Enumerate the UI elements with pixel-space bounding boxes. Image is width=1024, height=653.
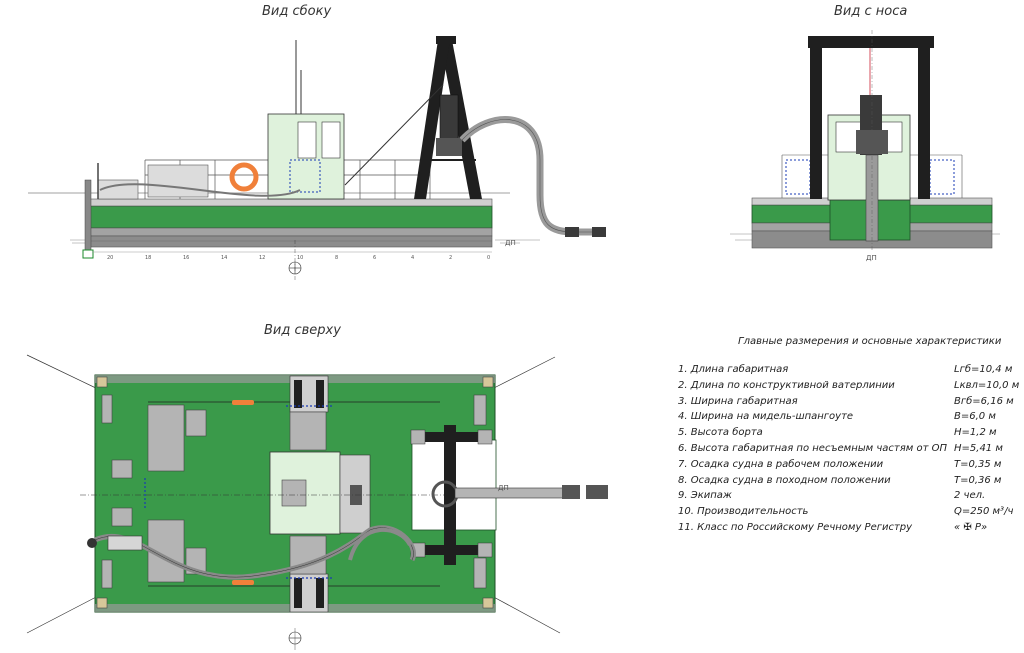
frame-tick-label: 18 <box>145 255 151 261</box>
spec-value: Bгб=6,16 м <box>954 395 1014 407</box>
bow-view-title: Вид с носа <box>834 4 908 19</box>
spec-label: 9. Экипаж <box>678 490 732 502</box>
spec-label: 7. Осадка судна в рабочем положении <box>678 458 884 470</box>
spec-value: H=5,41 м <box>954 443 1003 454</box>
spec-label: 6. Высота габаритная по несъемным частям… <box>678 443 947 454</box>
specs-title: Главные размерения и основные характерис… <box>738 336 1002 347</box>
spec-label: 8. Осадка судна в походном положении <box>678 474 891 486</box>
bow-dp-label: ДП <box>866 254 877 262</box>
frame-tick-label: 8 <box>335 255 338 261</box>
spec-value: Q=250 м³/ч <box>954 506 1014 518</box>
frame-tick-label: 6 <box>373 255 376 261</box>
top-view-title: Вид сверху <box>264 323 341 338</box>
spec-label: 11. Класс по Российскому Речному Регистр… <box>678 522 913 533</box>
spec-label: 2. Длина по конструктивной ватерлинии <box>678 379 895 391</box>
frame-tick-label: 16 <box>183 255 189 261</box>
life-buoy <box>229 162 259 192</box>
side-view-title: Вид сбоку <box>262 4 332 19</box>
spec-value: H=1,2 м <box>954 427 997 439</box>
spec-label: 5. Высота борта <box>678 427 763 439</box>
spec-value: 2 чел. <box>954 490 986 502</box>
frame-tick-label: 4 <box>411 255 414 261</box>
spec-label: 4. Ширина на мидель-шпангоуте <box>678 411 854 423</box>
bow-view: ДП <box>730 30 1000 262</box>
spec-label: 1. Длина габаритная <box>678 364 789 375</box>
top-dp-label: ДП <box>498 484 509 492</box>
frame-tick-label: 20 <box>107 255 113 261</box>
side-hull-green <box>89 205 493 229</box>
spec-value: « ✠ Р» <box>954 522 988 533</box>
frame-tick-label: 12 <box>259 255 265 261</box>
spec-label: 10. Производительность <box>678 506 809 518</box>
top-view: ДП <box>26 354 608 650</box>
spec-label: 3. Ширина габаритная <box>678 395 798 407</box>
spec-value: T=0,35 м <box>954 458 1002 470</box>
spec-value: T=0,36 м <box>954 474 1002 486</box>
spec-value: Lквл=10,0 м <box>954 379 1020 391</box>
frame-tick-label: 2 <box>449 255 452 261</box>
a-frame <box>344 36 482 199</box>
frame-tick-label: 0 <box>487 255 490 261</box>
spec-value: B=6,0 м <box>954 411 996 423</box>
frame-tick-label: 14 <box>221 255 227 261</box>
frame-tick-label: 10 <box>297 255 303 261</box>
side-dp-label: ДП <box>505 239 516 247</box>
spec-value: Lгб=10,4 м <box>954 364 1013 375</box>
